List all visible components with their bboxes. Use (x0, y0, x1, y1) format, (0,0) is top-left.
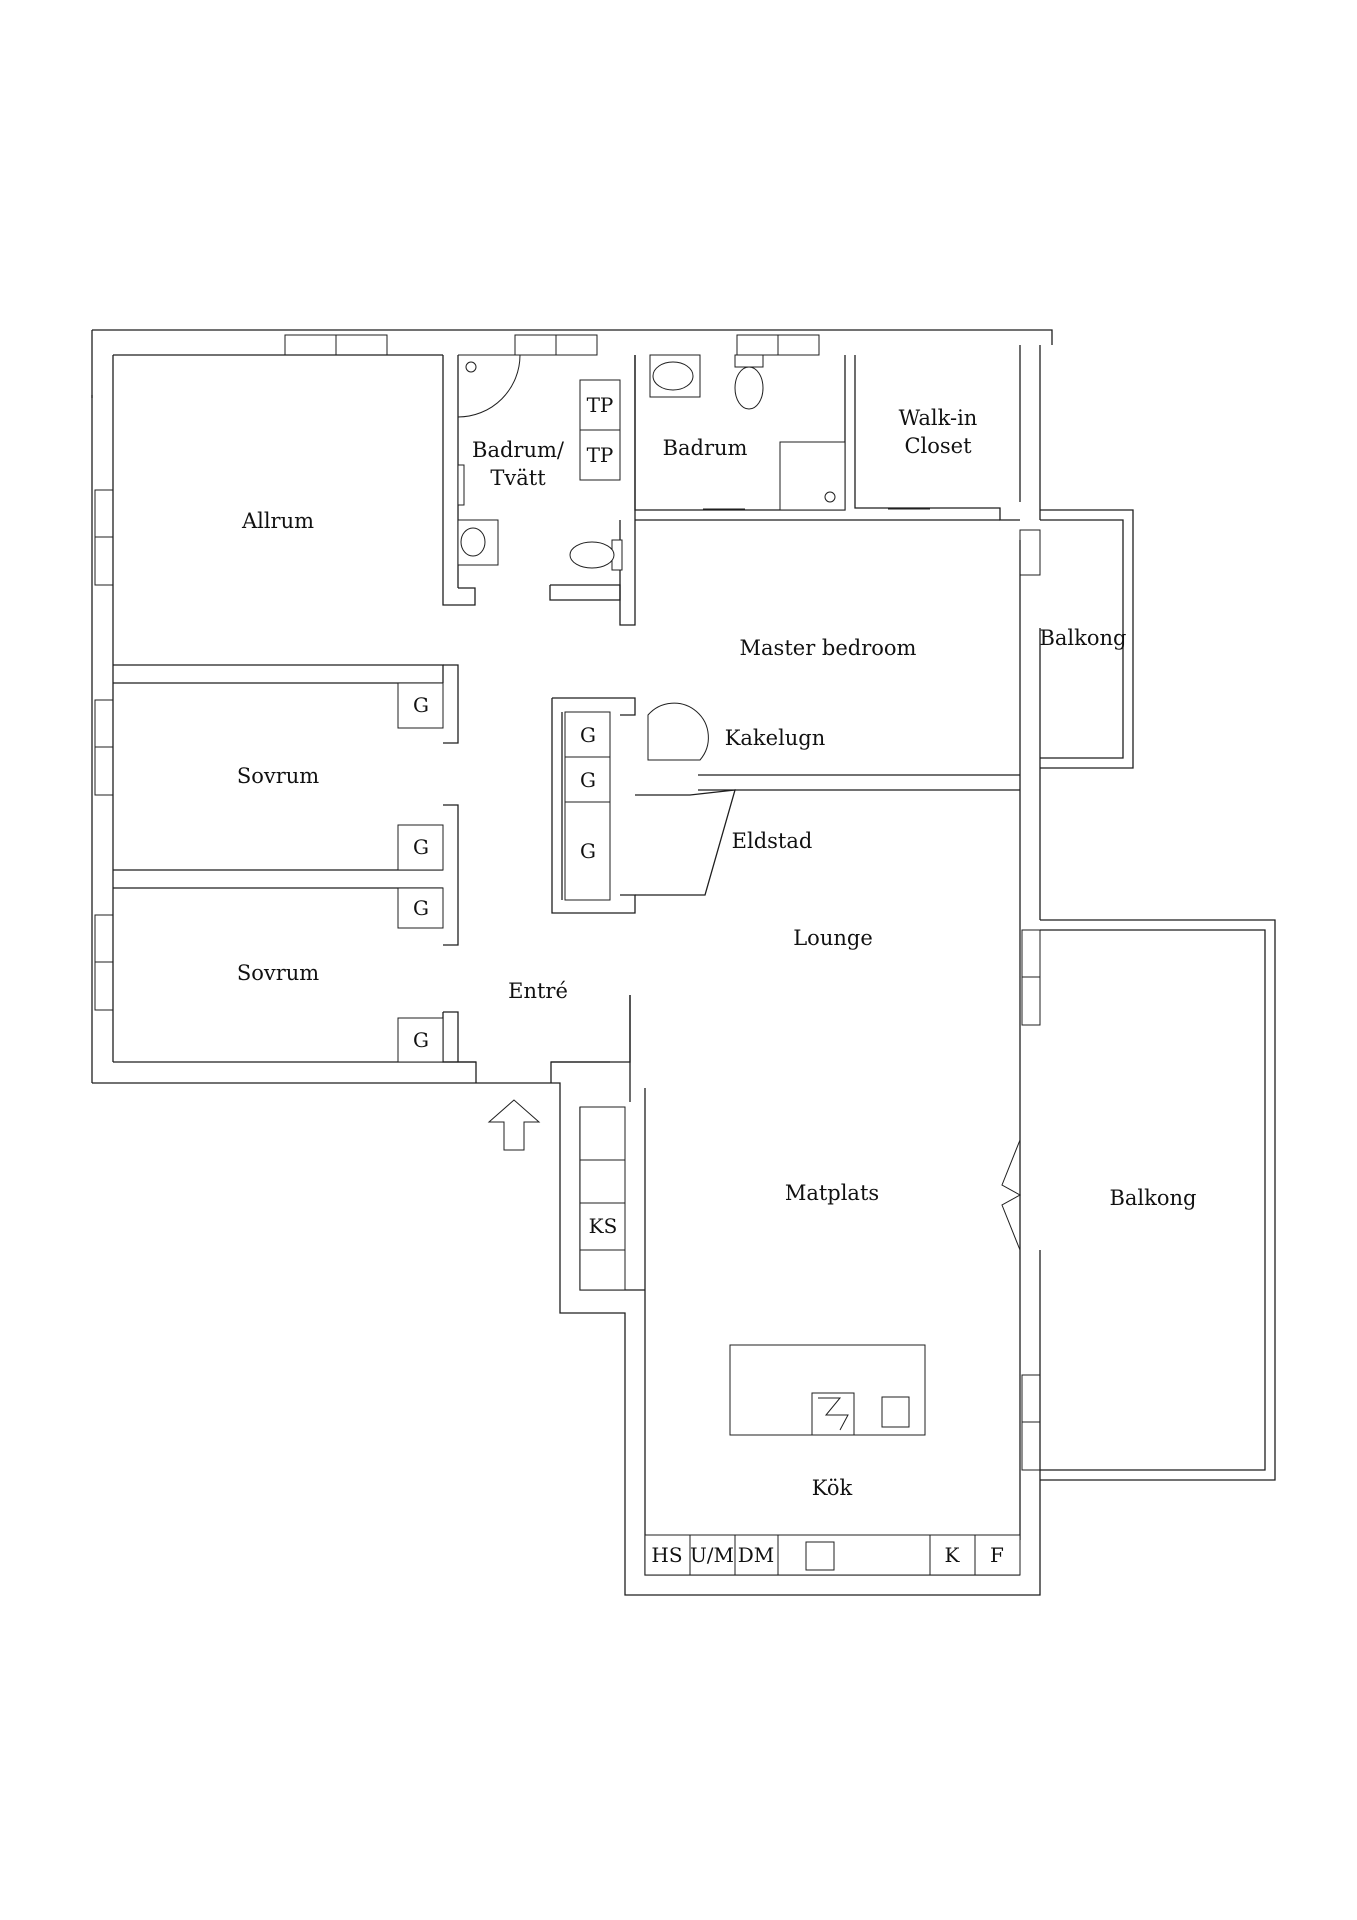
room-label-kakelugn: Kakelugn (725, 726, 826, 750)
room-labels: Allrum Badrum/ Tvätt Badrum Walk-in Clos… (237, 406, 1197, 1500)
fixtures (397, 354, 1022, 1576)
room-label-balkong-small: Balkong (1039, 626, 1126, 650)
cabinet-labels: TP TP G G G G G G G KS HS U/M DM K F (413, 393, 1004, 1567)
label-g-sovrum2-top: G (413, 896, 429, 920)
room-label-master-bedroom: Master bedroom (740, 636, 917, 660)
label-tp-2: TP (587, 443, 614, 467)
room-label-entre: Entré (508, 979, 568, 1003)
label-g-hall-3: G (580, 839, 596, 863)
room-label-balkong-large: Balkong (1109, 1186, 1196, 1210)
label-dm: DM (738, 1543, 775, 1567)
label-k: K (945, 1543, 961, 1567)
label-g-hall-2: G (580, 768, 596, 792)
balconies (1040, 509, 1276, 1481)
interior-walls (113, 355, 1020, 1063)
label-um: U/M (690, 1543, 734, 1567)
room-label-allrum: Allrum (241, 509, 314, 533)
room-label-sovrum-1: Sovrum (237, 764, 319, 788)
room-label-lounge: Lounge (793, 926, 873, 950)
label-f: F (990, 1543, 1004, 1567)
label-hs: HS (651, 1543, 682, 1567)
label-ks: KS (589, 1214, 618, 1238)
room-label-badrum-tvatt-line1: Badrum/ (472, 438, 565, 462)
label-g-sovrum1-bottom: G (413, 835, 429, 859)
label-tp-1: TP (587, 393, 614, 417)
room-label-kok: Kök (812, 1476, 853, 1500)
label-g-hall-1: G (580, 723, 596, 747)
room-label-eldstad: Eldstad (732, 829, 813, 853)
room-label-matplats: Matplats (785, 1181, 879, 1205)
windows (94, 334, 1041, 1471)
label-g-sovrum2-bottom: G (413, 1028, 429, 1052)
room-label-walkin-line2: Closet (904, 434, 972, 458)
room-label-badrum: Badrum (663, 436, 748, 460)
label-g-sovrum1-top: G (413, 693, 429, 717)
tp-cabinet-2 (579, 429, 621, 481)
room-label-badrum-tvatt-line2: Tvätt (490, 466, 546, 490)
room-label-sovrum-2: Sovrum (237, 961, 319, 985)
room-label-walkin-line1: Walk-in (899, 406, 978, 430)
